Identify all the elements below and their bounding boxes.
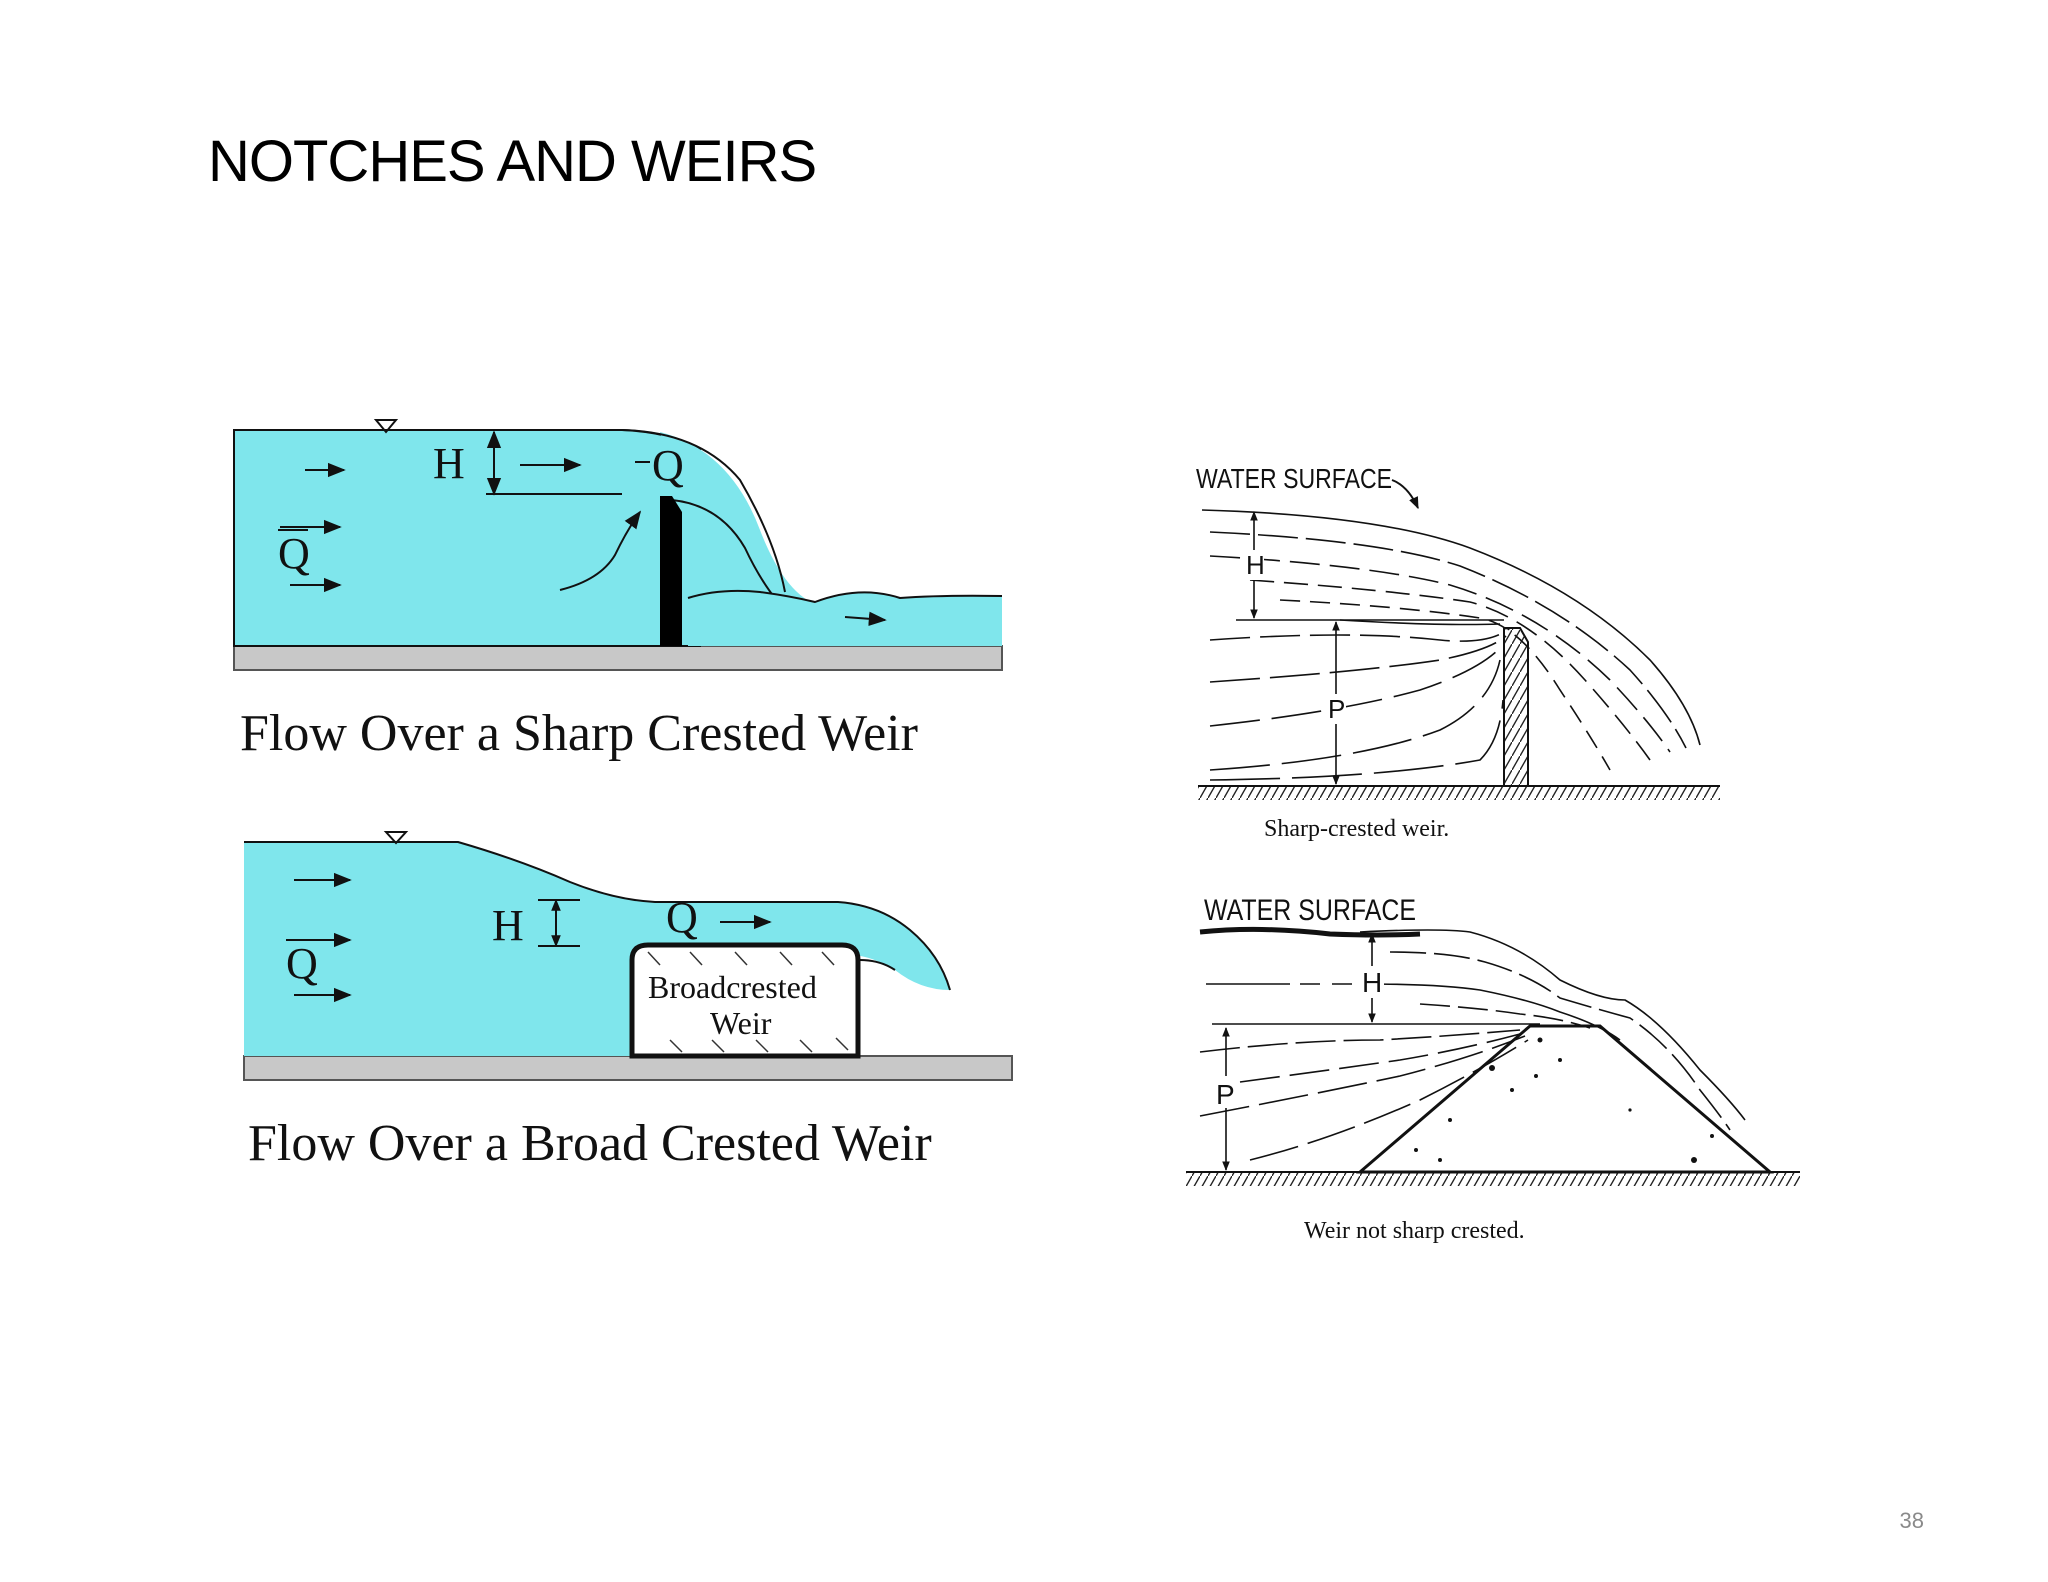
label-h: H	[1246, 550, 1265, 580]
label-h: H	[492, 901, 524, 950]
sharp-weir-plate	[1503, 627, 1529, 787]
label-q-top: Q	[666, 893, 698, 942]
water-surface-label: WATER SURFACE	[1204, 894, 1416, 927]
water-surface-triangle-icon	[373, 419, 399, 434]
label-q-left: Q	[278, 529, 310, 578]
page-number: 38	[1899, 1508, 1924, 1533]
label-p: P	[1328, 694, 1345, 724]
weir-label-line2: Weir	[710, 1005, 772, 1041]
label-q-top: Q	[652, 441, 684, 490]
channel-bed	[243, 1055, 1013, 1081]
ground-hatch	[1198, 786, 1720, 800]
label-q-left: Q	[286, 939, 318, 988]
trapezoid-weir	[1355, 1024, 1775, 1174]
weir-label-line1: Broadcrested	[648, 969, 817, 1005]
slide-title: NOTCHES AND WEIRS	[208, 129, 817, 194]
caption-broad-line: Weir not sharp crested.	[1304, 1218, 1525, 1244]
broad-weir-block	[629, 942, 861, 1059]
ground-hatch	[1186, 1172, 1800, 1186]
label-p: P	[1216, 1079, 1235, 1110]
water-surface-label: WATER SURFACE	[1196, 463, 1392, 494]
sharp-crested-line-figure: WATER SURFACE H P Sharp-crested weir	[1196, 463, 1720, 842]
label-h: H	[433, 439, 465, 488]
sharp-weir-plate	[660, 496, 682, 646]
caption-sharp-colored: Flow Over a Sharp Crested Weir	[240, 705, 918, 762]
broad-crested-colored-figure: Broadcrested Weir H Q Q Flow Over a Broa…	[243, 831, 1013, 1172]
downstream-water	[688, 590, 1002, 646]
nappe	[660, 432, 820, 606]
caption-sharp-line: Sharp-crested weir.	[1264, 816, 1449, 842]
sharp-crested-colored-figure: H Q Q Flow Over a Sharp Crested Weir	[233, 419, 1003, 762]
water-surface-triangle-icon	[383, 831, 409, 845]
label-h: H	[1362, 967, 1382, 998]
broad-crested-line-figure: WATER SURFACE H	[1186, 894, 1800, 1244]
channel-bed	[233, 645, 1003, 671]
caption-broad-colored: Flow Over a Broad Crested Weir	[248, 1115, 932, 1172]
